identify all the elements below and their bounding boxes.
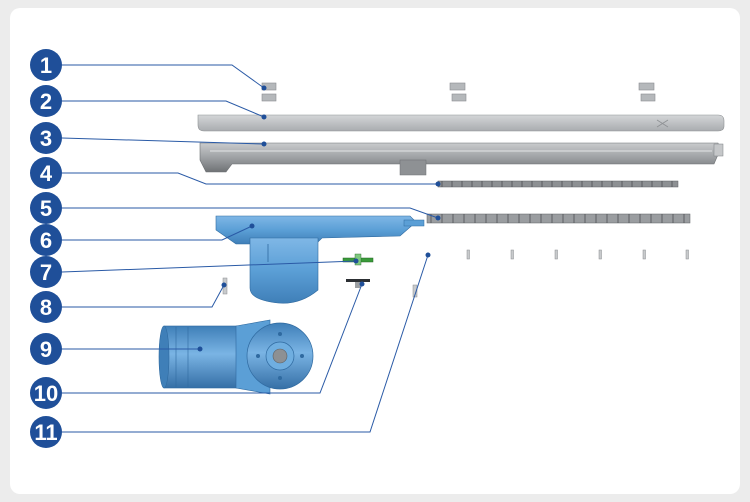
leader-line-7 xyxy=(61,260,357,273)
part-1-brackets xyxy=(261,82,656,102)
leader-line-5 xyxy=(62,207,439,219)
leader-lines xyxy=(61,64,439,433)
callout-number: 6 xyxy=(40,228,52,253)
callout-11: 11 xyxy=(30,416,62,448)
leader-line-11 xyxy=(62,254,429,433)
callout-10: 10 xyxy=(30,377,62,409)
callout-1: 1 xyxy=(30,49,62,81)
callout-9: 9 xyxy=(30,333,62,365)
callout-number: 3 xyxy=(40,126,52,151)
callout-number: 10 xyxy=(34,381,58,406)
diagram-panel xyxy=(10,8,740,494)
callout-6: 6 xyxy=(30,224,62,256)
callout-2: 2 xyxy=(30,85,62,117)
callout-number: 11 xyxy=(34,420,57,445)
leader-line-6 xyxy=(62,225,253,241)
part-6-gearbox xyxy=(215,215,425,304)
callout-4: 4 xyxy=(30,157,62,189)
part-2-cover-plate xyxy=(197,114,725,132)
leader-line-3 xyxy=(61,137,265,145)
callout-number: 9 xyxy=(40,337,52,362)
callout-number: 8 xyxy=(40,295,52,320)
callout-8: 8 xyxy=(30,291,62,323)
callout-number: 7 xyxy=(40,260,52,285)
part-10-disc xyxy=(346,279,370,288)
callout-number: 2 xyxy=(40,89,52,114)
part-11-screws xyxy=(412,249,689,298)
leader-dots xyxy=(197,85,441,352)
callout-7: 7 xyxy=(30,256,62,288)
leader-line-1 xyxy=(62,64,265,89)
leader-line-10 xyxy=(62,283,363,394)
part-5-rail xyxy=(426,213,691,224)
part-9-motor xyxy=(158,319,314,395)
callout-5: 5 xyxy=(30,192,62,224)
callout-number: 1 xyxy=(40,53,52,78)
leader-line-4 xyxy=(62,172,438,185)
leader-line-2 xyxy=(62,100,265,118)
part-3-housing xyxy=(199,142,724,176)
callout-3: 3 xyxy=(30,122,62,154)
callout-number: 4 xyxy=(40,161,53,186)
leader-line-8 xyxy=(62,284,225,308)
callout-number: 5 xyxy=(40,196,52,221)
part-4-rail xyxy=(437,180,679,188)
